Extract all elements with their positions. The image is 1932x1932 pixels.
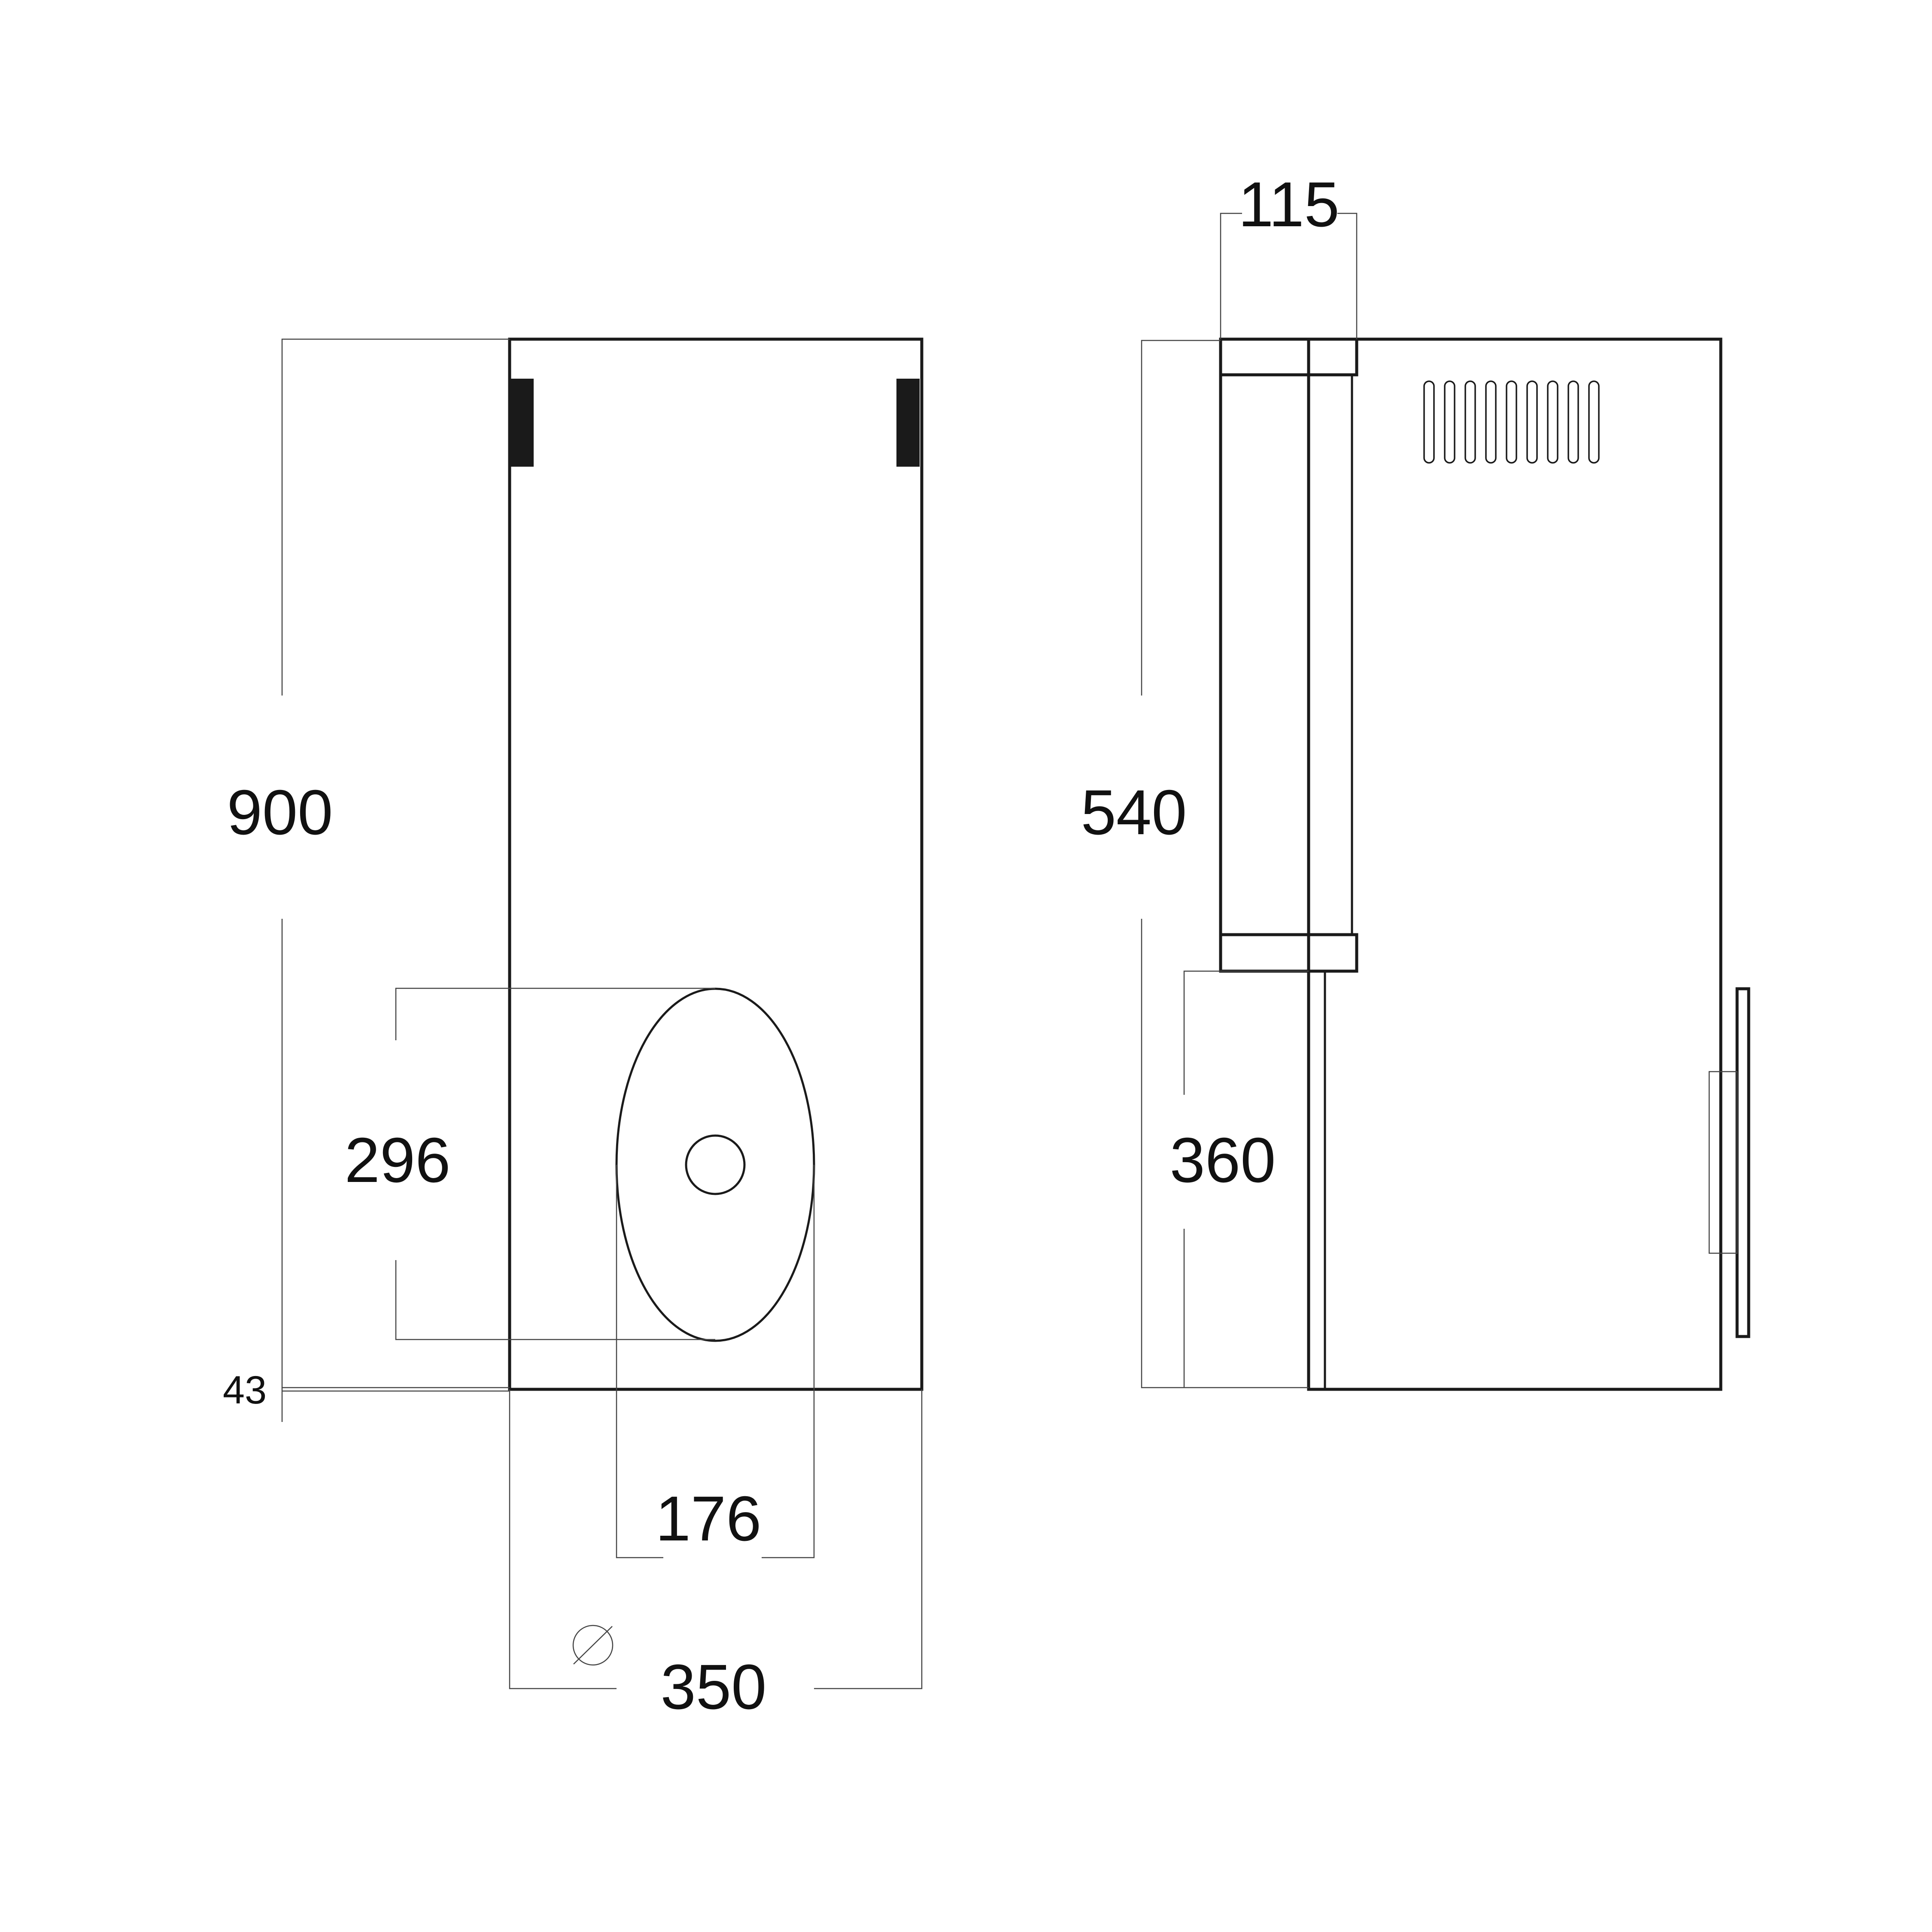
basin-drain [685, 1134, 746, 1195]
height-label: 900 [227, 777, 333, 848]
right-mounting-bracket [896, 379, 920, 467]
basin-height-label: 296 [345, 1125, 451, 1196]
basin-width-label: 176 [656, 1483, 762, 1554]
offset-label: 43 [223, 1368, 267, 1412]
height-dimension-900: 900 [227, 338, 510, 1388]
depth-dimension-115: 115 [1220, 169, 1358, 339]
ventilation-slots [1423, 380, 1600, 464]
front-cabinet-outline [508, 337, 923, 1391]
offset-dimension-43: 43 [223, 1368, 510, 1422]
basin-width-dimension-176: 176 [616, 1165, 815, 1558]
depth-label: 115 [1238, 169, 1340, 240]
width-dimension-350: ⌀ 350 [509, 1389, 923, 1722]
front-view: 900 296 43 176 ⌀ 350 [223, 337, 923, 1722]
upper-height-label: 540 [1081, 777, 1187, 848]
side-cabinet-outline [1307, 337, 1722, 1391]
mirror-cabinet-side [1219, 337, 1358, 973]
lower-height-dimension-360: 360 [1170, 970, 1309, 1388]
lower-height-label: 360 [1170, 1125, 1276, 1196]
diameter-symbol-shape [572, 1625, 614, 1666]
basin-height-dimension-296: 296 [345, 987, 715, 1340]
width-label: 350 [661, 1652, 767, 1722]
oval-basin [615, 987, 815, 1342]
side-view: 115 540 360 [1081, 169, 1750, 1391]
left-mounting-bracket [510, 379, 534, 467]
basin-side-profile [1708, 987, 1750, 1338]
upper-height-dimension-540: 540 [1081, 340, 1309, 1388]
